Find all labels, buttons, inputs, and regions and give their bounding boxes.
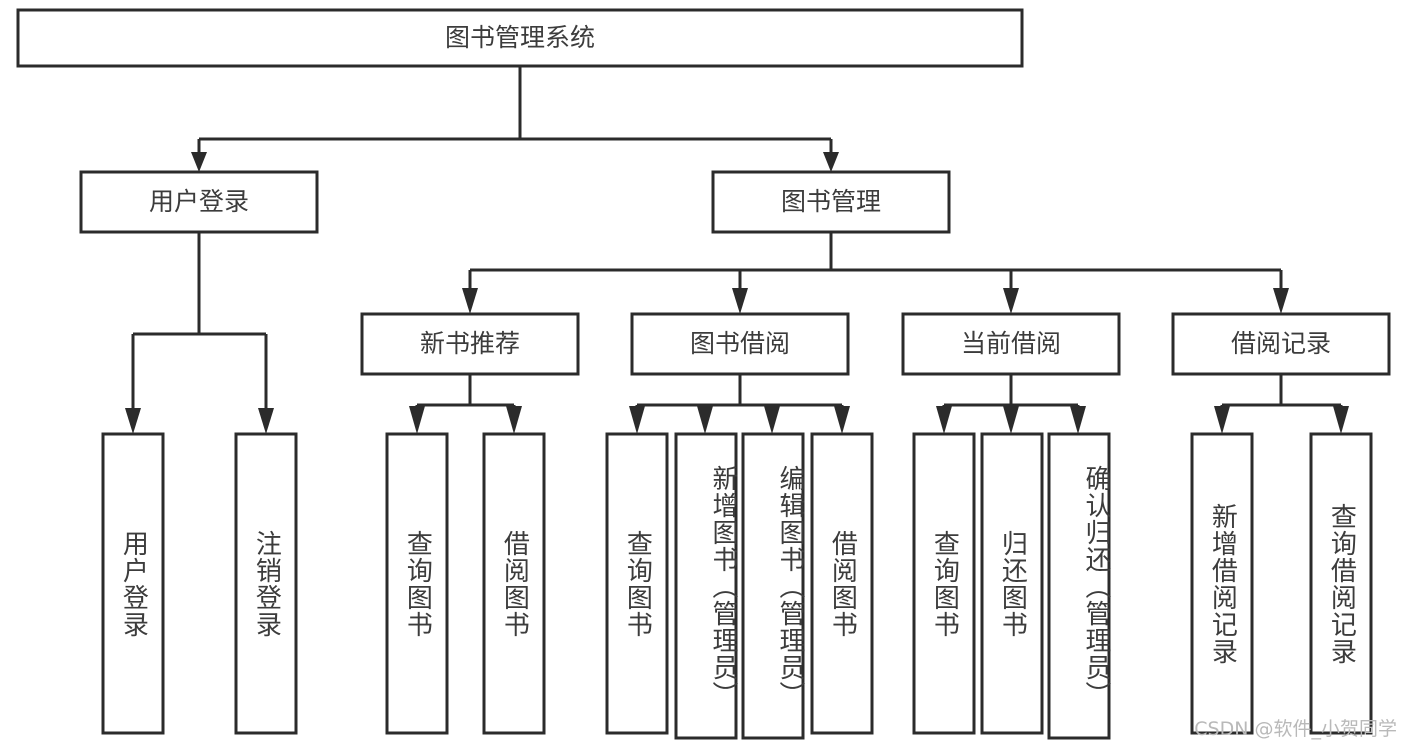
arrow-head-borrow-record [1273, 288, 1289, 314]
node-user-login[interactable]: 用户登录 [79, 170, 319, 234]
node-leaf-user-login-box[interactable] [101, 432, 165, 735]
connector-group-new-book-rec [409, 374, 522, 434]
arrow-head-leaf-user-logout [258, 408, 274, 434]
arrow-head-leaf-user-login [125, 408, 141, 434]
node-new-book-rec-label: 新书推荐 [420, 329, 520, 358]
arrow-head-leaf-query-book-1 [409, 406, 425, 434]
arrow-head-leaf-query-record [1333, 406, 1349, 434]
node-user-login-label: 用户登录 [149, 187, 249, 216]
node-leaf-query-book-3-box[interactable] [912, 432, 976, 735]
node-leaf-query-book-1-box[interactable] [385, 432, 449, 735]
arrow-head-leaf-confirm-return [1070, 406, 1086, 434]
node-book-manage-box[interactable] [711, 170, 951, 234]
node-borrow-record-box[interactable] [1171, 312, 1391, 376]
node-leaf-query-record-box[interactable] [1309, 432, 1373, 735]
csdn-watermark: CSDN @软件_小贺同学 [1194, 718, 1397, 740]
arrow-head-leaf-query-book-3 [936, 406, 952, 434]
node-borrow-record-label: 借阅记录 [1231, 329, 1331, 358]
node-current-borrow-label: 当前借阅 [961, 329, 1061, 358]
arrow-head-book-borrow [732, 288, 748, 314]
arrow-head-leaf-edit-book [764, 406, 780, 434]
node-leaf-add-book-box[interactable] [674, 432, 738, 740]
node-book-borrow[interactable]: 图书借阅 [630, 312, 850, 376]
node-leaf-query-book-2-box[interactable] [605, 432, 669, 735]
node-leaf-confirm-return-box[interactable] [1047, 432, 1111, 740]
node-leaf-return-book-box[interactable] [980, 432, 1044, 735]
node-leaf-borrow-book-1-box[interactable] [482, 432, 546, 735]
node-leaf-add-record-box[interactable] [1190, 432, 1254, 735]
arrow-head-leaf-add-book [697, 406, 713, 434]
node-book-manage[interactable]: 图书管理 [711, 170, 951, 234]
node-root-box[interactable] [16, 8, 1024, 68]
connector-group-book-borrow [629, 374, 850, 434]
connector-group-book-manage [462, 232, 1289, 314]
arrow-head-leaf-return-book [1003, 406, 1019, 434]
arrow-head-leaf-borrow-book-1 [506, 406, 522, 434]
arrow-head-leaf-add-record [1214, 406, 1230, 434]
node-current-borrow[interactable]: 当前借阅 [901, 312, 1121, 376]
node-book-borrow-label: 图书借阅 [690, 329, 790, 358]
connector-group-borrow-record [1214, 374, 1349, 434]
node-new-book-rec[interactable]: 新书推荐 [360, 312, 580, 376]
node-user-login-box[interactable] [79, 170, 319, 234]
connector-group-root [191, 66, 839, 172]
arrow-head-new-book-rec [462, 288, 478, 314]
node-new-book-rec-box[interactable] [360, 312, 580, 376]
node-book-borrow-box[interactable] [630, 312, 850, 376]
arrow-head-book-manage [823, 152, 839, 172]
node-current-borrow-box[interactable] [901, 312, 1121, 376]
connector-group-user-login [125, 232, 274, 434]
node-book-manage-label: 图书管理 [781, 187, 881, 216]
node-leaf-edit-book-box[interactable] [741, 432, 805, 740]
arrow-head-user-login [191, 152, 207, 172]
node-root-label: 图书管理系统 [445, 23, 595, 52]
node-root[interactable]: 图书管理系统 [16, 8, 1024, 68]
node-leaf-borrow-book-2-box[interactable] [810, 432, 874, 735]
node-borrow-record[interactable]: 借阅记录 [1171, 312, 1391, 376]
leaf-boxes [101, 432, 1373, 740]
arrow-head-current-borrow [1003, 288, 1019, 314]
arrow-head-leaf-borrow-book-2 [834, 406, 850, 434]
node-leaf-user-logout-box[interactable] [234, 432, 298, 735]
connector-group-current-borrow [936, 374, 1086, 434]
arrow-head-leaf-query-book-2 [629, 406, 645, 434]
